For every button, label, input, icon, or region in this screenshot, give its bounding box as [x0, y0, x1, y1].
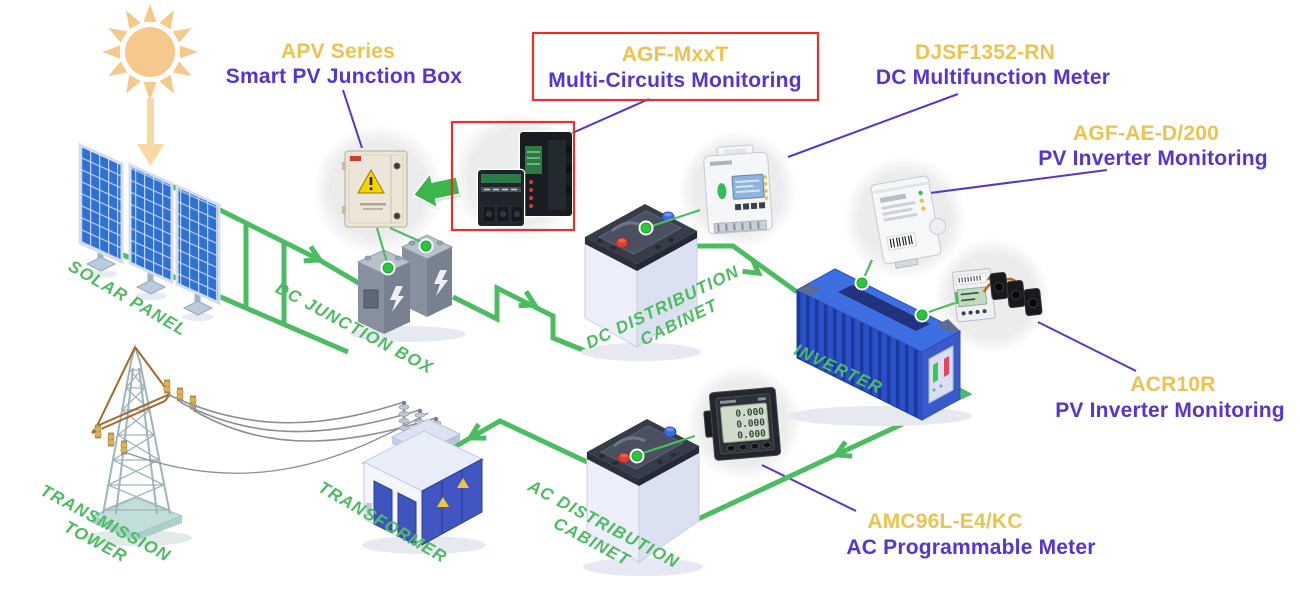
amc96-lcd-row2: 0.000	[736, 417, 766, 430]
inverter	[788, 268, 972, 426]
apv-model: APV Series	[281, 40, 395, 63]
solar-panel-2	[128, 162, 174, 285]
inverter-red-led	[944, 356, 949, 377]
acr10r-desc: PV Inverter Monitoring	[1055, 399, 1285, 422]
agf-ae-device	[870, 175, 947, 269]
label-highlight-box	[531, 31, 820, 102]
wire-junction-to-dccab	[451, 283, 599, 359]
solar-panels	[78, 142, 221, 321]
sun-icon	[102, 4, 198, 100]
wire-accab-to-transformer	[442, 418, 589, 465]
tower-cross-arms	[91, 346, 171, 434]
apv-junction-box-device	[342, 150, 408, 228]
solar-panel-1	[78, 142, 124, 265]
transmission-tower	[82, 343, 198, 546]
agf-mxxt-model: AGF-MxxT	[622, 43, 729, 66]
agf-ae-desc: PV Inverter Monitoring	[1038, 147, 1268, 170]
djsf1352-device	[703, 144, 773, 235]
djsf1352-desc: DC Multifunction Meter	[876, 66, 1110, 89]
product-labels: APV Series Smart PV Junction Box AGF-Mxx…	[226, 40, 1285, 559]
label-pointer-lines	[342, 89, 1137, 512]
acr10r-device	[951, 268, 1043, 323]
device-highlight-box	[450, 120, 576, 232]
highlight-boxes	[450, 31, 820, 232]
warning-triangle-icon	[457, 478, 469, 488]
solar-panel-3	[175, 183, 221, 306]
djsf1352-model: DJSF1352-RN	[915, 41, 1055, 64]
transformer	[360, 399, 486, 554]
warning-triangle-icon	[437, 497, 449, 507]
inverter-green-led	[933, 362, 938, 383]
sunlight-arrow-icon	[137, 98, 164, 166]
dc-junction-box	[350, 234, 466, 342]
agf-mxxt-device	[476, 130, 574, 228]
acr10r-model: ACR10R	[1130, 373, 1215, 396]
replace-arrow-icon	[413, 173, 462, 210]
agf-ae-model: AGF-AE-D/200	[1073, 122, 1219, 145]
amc96-lcd-row3: 0.000	[737, 428, 767, 441]
amc96-lcd-row1: 0.000	[735, 406, 765, 419]
amc96-device: 0.000 0.000 0.000	[703, 386, 782, 461]
amc96-model: AMC96L-E4/KC	[867, 510, 1022, 533]
lightning-icon	[434, 270, 448, 296]
apv-desc: Smart PV Junction Box	[226, 65, 463, 88]
amc96-desc: AC Programmable Meter	[846, 536, 1095, 559]
agf-mxxt-desc: Multi-Circuits Monitoring	[548, 69, 801, 92]
lightning-icon	[390, 286, 404, 312]
wire-dccab-to-inverter	[694, 243, 799, 295]
